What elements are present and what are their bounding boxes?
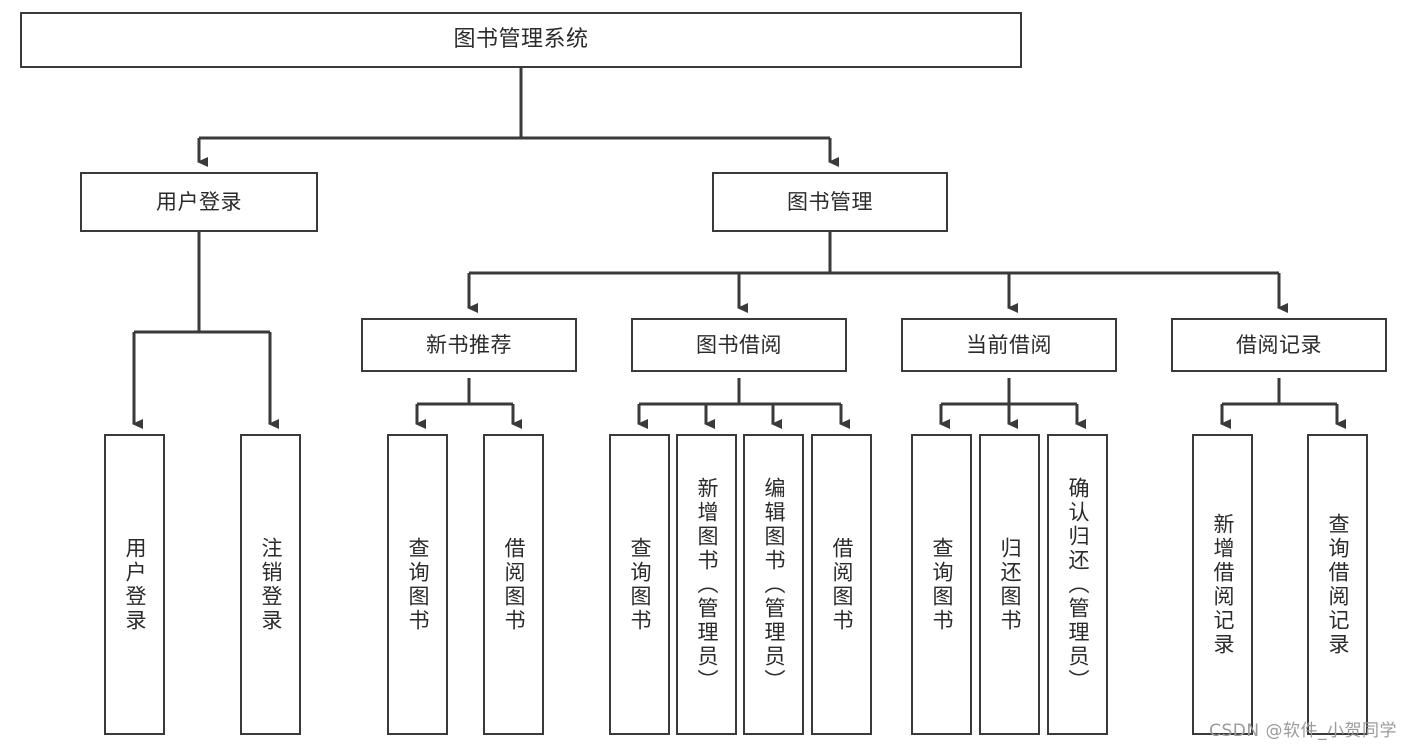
leaf-query-book-2-label: 查询图书 bbox=[628, 536, 652, 633]
leaf-logout-label: 注销登录 bbox=[259, 536, 283, 633]
leaf-borrow-book-2[interactable]: 借阅图书 bbox=[811, 434, 872, 735]
leaf-query-book-2[interactable]: 查询图书 bbox=[609, 434, 670, 735]
leaf-query-book-3-label: 查询图书 bbox=[930, 536, 954, 633]
leaf-edit-book-label: 编辑图书（管理员） bbox=[762, 476, 786, 693]
leaf-add-record[interactable]: 新增借阅记录 bbox=[1192, 434, 1253, 735]
leaf-add-book[interactable]: 新增图书（管理员） bbox=[676, 434, 737, 735]
node-current-borrow[interactable]: 当前借阅 bbox=[901, 318, 1117, 372]
node-new-book-rec[interactable]: 新书推荐 bbox=[361, 318, 577, 372]
node-book-borrow-label: 图书借阅 bbox=[696, 332, 782, 357]
leaf-confirm-return[interactable]: 确认归还（管理员） bbox=[1047, 434, 1108, 735]
csdn-watermark: CSDN @软件_小贺同学 bbox=[1209, 721, 1397, 741]
node-user-login-label: 用户登录 bbox=[156, 189, 242, 214]
node-borrow-record-label: 借阅记录 bbox=[1236, 332, 1322, 357]
leaf-query-book-1-label: 查询图书 bbox=[406, 536, 430, 633]
leaf-borrow-book-1-label: 借阅图书 bbox=[502, 536, 526, 633]
node-root-label: 图书管理系统 bbox=[453, 27, 589, 53]
node-book-manage[interactable]: 图书管理 bbox=[712, 172, 948, 232]
leaf-query-book-1[interactable]: 查询图书 bbox=[387, 434, 448, 735]
node-book-borrow[interactable]: 图书借阅 bbox=[631, 318, 847, 372]
node-current-borrow-label: 当前借阅 bbox=[966, 332, 1052, 357]
leaf-query-record-label: 查询借阅记录 bbox=[1326, 512, 1350, 657]
node-root[interactable]: 图书管理系统 bbox=[20, 12, 1022, 68]
leaf-edit-book[interactable]: 编辑图书（管理员） bbox=[743, 434, 804, 735]
leaf-user-login-label: 用户登录 bbox=[123, 536, 147, 633]
node-borrow-record[interactable]: 借阅记录 bbox=[1171, 318, 1387, 372]
leaf-logout[interactable]: 注销登录 bbox=[240, 434, 301, 735]
leaf-borrow-book-2-label: 借阅图书 bbox=[830, 536, 854, 633]
leaf-query-record[interactable]: 查询借阅记录 bbox=[1307, 434, 1368, 735]
leaf-confirm-return-label: 确认归还（管理员） bbox=[1066, 476, 1090, 693]
node-book-manage-label: 图书管理 bbox=[787, 189, 873, 214]
leaf-query-book-3[interactable]: 查询图书 bbox=[911, 434, 972, 735]
leaf-return-book[interactable]: 归还图书 bbox=[979, 434, 1040, 735]
leaf-add-book-label: 新增图书（管理员） bbox=[695, 476, 719, 693]
node-user-login[interactable]: 用户登录 bbox=[80, 172, 318, 232]
node-new-book-rec-label: 新书推荐 bbox=[426, 332, 512, 357]
leaf-borrow-book-1[interactable]: 借阅图书 bbox=[483, 434, 544, 735]
leaf-add-record-label: 新增借阅记录 bbox=[1211, 512, 1235, 657]
leaf-user-login[interactable]: 用户登录 bbox=[104, 434, 165, 735]
leaf-return-book-label: 归还图书 bbox=[998, 536, 1022, 633]
